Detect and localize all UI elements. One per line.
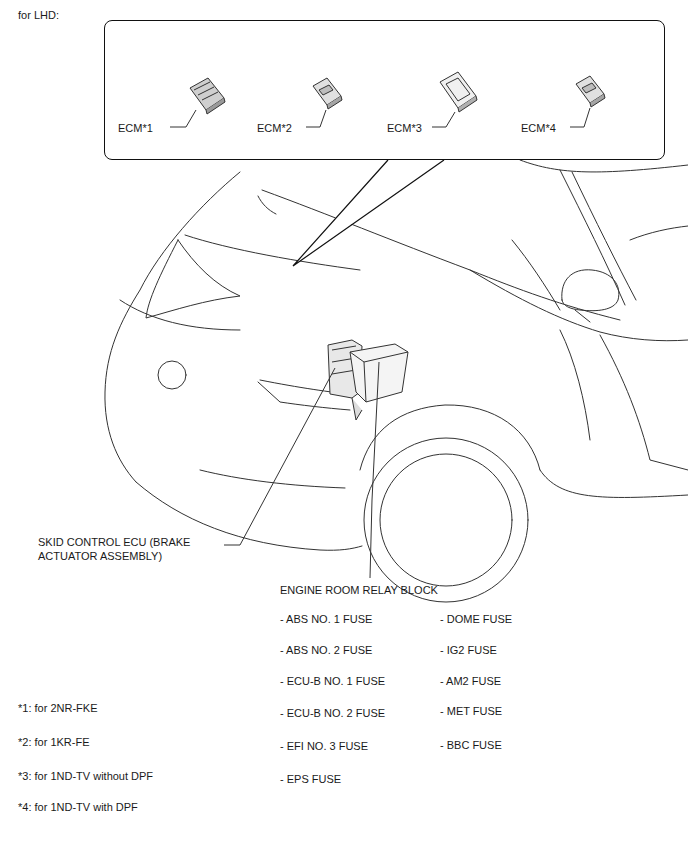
fuse-label: - DOME FUSE: [440, 612, 512, 626]
region-note: for LHD:: [18, 8, 59, 22]
component-label: ECM*1: [118, 121, 153, 135]
fuse-label: - AM2 FUSE: [440, 674, 501, 688]
fuse-label: - ABS NO. 2 FUSE: [280, 643, 372, 657]
footnote: *1: for 2NR-FKE: [18, 701, 97, 715]
fuse-label: - ABS NO. 1 FUSE: [280, 612, 372, 626]
fuse-label: - EFI NO. 3 FUSE: [280, 739, 368, 753]
fuse-label: - BBC FUSE: [440, 738, 502, 752]
footnote: *3: for 1ND-TV without DPF: [18, 769, 153, 783]
fuse-label: - IG2 FUSE: [440, 643, 497, 657]
fuse-label: - ECU-B NO. 1 FUSE: [280, 674, 385, 688]
fuse-label: - ECU-B NO. 2 FUSE: [280, 706, 385, 720]
component-label: ECM*4: [521, 121, 556, 135]
fuse-label: - EPS FUSE: [280, 772, 341, 786]
fuse-label: - MET FUSE: [440, 704, 502, 718]
component-label: SKID CONTROL ECU (BRAKE ACTUATOR ASSEMBL…: [38, 535, 216, 563]
component-label: ECM*3: [387, 121, 422, 135]
component-label: ECM*2: [257, 121, 292, 135]
footnote: *4: for 1ND-TV with DPF: [18, 800, 138, 814]
callout-box: ECM*1 ECM*2 ECM*3 ECM*4: [104, 20, 665, 160]
footnote: *2: for 1KR-FE: [18, 735, 90, 749]
component-label: ENGINE ROOM RELAY BLOCK: [280, 583, 438, 597]
